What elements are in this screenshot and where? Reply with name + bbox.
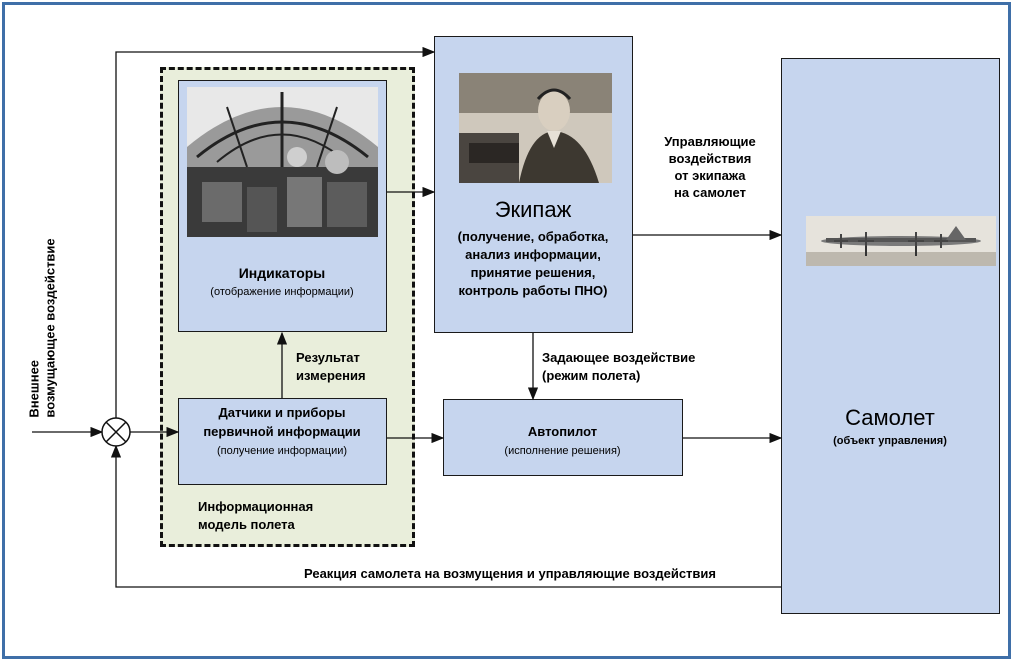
feedback-label: Реакция самолета на возмущения и управля… bbox=[304, 566, 716, 581]
sensors-line-1: Датчики и приборы bbox=[218, 405, 346, 420]
crew-line-3: принятие решения, bbox=[470, 265, 596, 280]
crew-control-line-3: от экипажа bbox=[674, 167, 746, 183]
measurement-line-1: Результат bbox=[296, 350, 360, 365]
crew-line-2: анализ информации, bbox=[465, 247, 601, 262]
crew-line-1: (получение, обработка, bbox=[457, 229, 609, 244]
crew-photo bbox=[459, 73, 612, 183]
cockpit-photo bbox=[187, 87, 378, 237]
crew-control-line-4: на самолет bbox=[674, 184, 746, 200]
crew-block: Экипаж (получение, обработка, анализ инф… bbox=[434, 36, 633, 333]
info-model-label: Информационная модель полета bbox=[198, 498, 398, 534]
setpoint-label: Задающее воздействие (режим полета) bbox=[542, 349, 742, 385]
indicators-block: Индикаторы (отображение информации) bbox=[178, 80, 387, 332]
aircraft-title: Самолет bbox=[845, 405, 935, 430]
info-model-line-2: модель полета bbox=[198, 517, 295, 533]
summing-junction bbox=[101, 417, 131, 447]
autopilot-block: Автопилот (исполнение решения) bbox=[443, 399, 683, 476]
measurement-line-2: измерения bbox=[296, 368, 366, 384]
indicators-title: Индикаторы bbox=[238, 265, 326, 281]
aircraft-photo bbox=[806, 216, 996, 266]
measurement-label: Результат измерения bbox=[296, 349, 396, 385]
autopilot-title: Автопилот bbox=[527, 424, 598, 439]
crew-control-line-1: Управляющие bbox=[664, 134, 756, 149]
aircraft-block: Самолет (объект управления) bbox=[781, 58, 1000, 614]
aircraft-subtitle: (объект управления) bbox=[833, 435, 947, 447]
external-line-2: возмущающее воздействие bbox=[42, 238, 57, 418]
crew-control-line-2: воздействия bbox=[668, 150, 752, 166]
indicators-subtitle: (отображение информации) bbox=[210, 286, 354, 298]
info-model-line-1: Информационная bbox=[198, 499, 314, 514]
sensors-line-2: первичной информации bbox=[203, 424, 361, 439]
sensors-subtitle: (получение информации) bbox=[216, 445, 348, 457]
external-line-1: Внешнее bbox=[26, 359, 42, 418]
external-disturbance-label: Внешнее возмущающее воздействие bbox=[26, 218, 57, 418]
crew-title: Экипаж bbox=[494, 197, 572, 222]
sensors-block: Датчики и приборы первичной информации (… bbox=[178, 398, 387, 485]
autopilot-subtitle: (исполнение решения) bbox=[504, 445, 621, 457]
crew-control-label: Управляющие воздействия от экипажа на са… bbox=[640, 134, 780, 202]
setpoint-line-1: Задающее воздействие bbox=[542, 350, 696, 365]
setpoint-line-2: (режим полета) bbox=[542, 368, 641, 384]
crew-line-4: контроль работы ПНО) bbox=[458, 283, 608, 298]
